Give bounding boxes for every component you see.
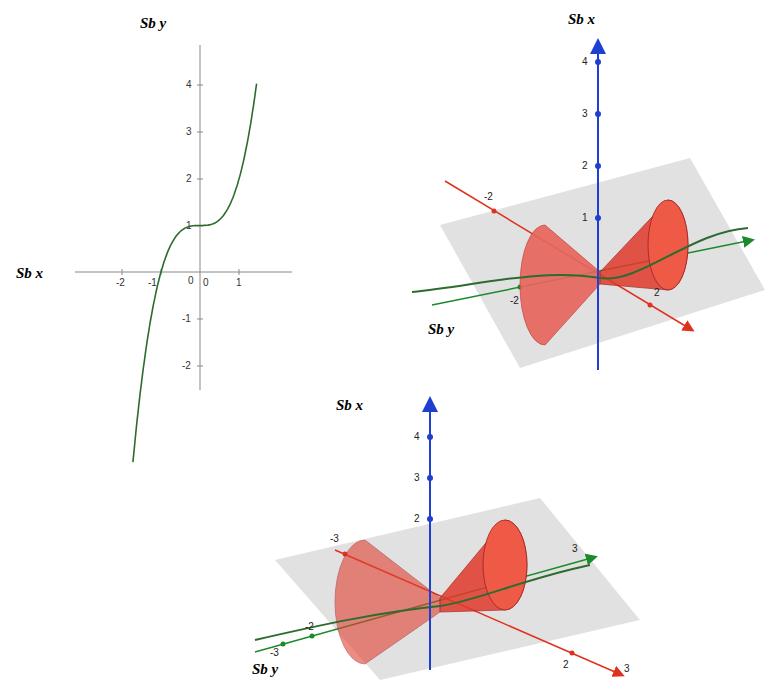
tick-number: 3 <box>414 473 420 483</box>
axis-name: Sb y <box>140 16 166 31</box>
tick-number: 3 <box>186 127 192 137</box>
tick-number: 2 <box>563 660 569 670</box>
axis-name: Sb x <box>336 398 363 413</box>
tick-number: 2 <box>186 174 192 184</box>
tick-number: 1 <box>186 221 192 231</box>
axis-name: Sb x <box>16 266 43 281</box>
tick-number: -3 <box>330 534 339 544</box>
tick-number: 2 <box>582 161 588 171</box>
graph-2d <box>75 45 292 462</box>
tick-number: 4 <box>186 80 192 90</box>
tick-number: -1 <box>182 314 191 324</box>
tick-number: -2 <box>182 361 191 371</box>
tick-number: 4 <box>414 432 420 442</box>
tick-number: -2 <box>510 296 519 306</box>
tick-number: -2 <box>484 192 493 202</box>
axis-name: Sb y <box>252 662 278 677</box>
tick-number: -3 <box>270 648 279 658</box>
tick-number: -2 <box>305 622 314 632</box>
tick-number: 0 <box>203 278 209 288</box>
tick-number: 0 <box>188 276 194 286</box>
tick-number: 2 <box>654 288 660 298</box>
tick-number: 3 <box>582 109 588 119</box>
tick-number: 3 <box>572 544 578 554</box>
tick-number: 1 <box>582 213 588 223</box>
tick-number: 4 <box>582 57 588 67</box>
tick-number: 1 <box>236 278 242 288</box>
tick-number: 2 <box>414 514 420 524</box>
tick-number: 3 <box>624 664 630 674</box>
surface-3d-bottom <box>255 400 640 680</box>
tick-number: -1 <box>148 278 157 288</box>
axis-name: Sb x <box>568 12 595 27</box>
tick-number: -2 <box>116 278 125 288</box>
axis-name: Sb y <box>428 322 454 337</box>
surface-3d-top <box>412 42 765 370</box>
